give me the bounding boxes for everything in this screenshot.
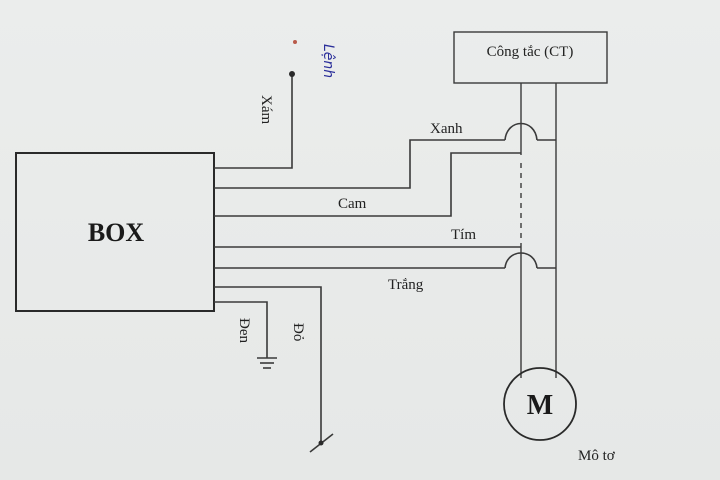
wire-label-cam: Cam [338, 196, 367, 212]
box-block [15, 152, 215, 312]
wire-xanh-crossover [504, 122, 538, 141]
switch-block [453, 31, 608, 84]
red-mark [293, 40, 297, 44]
wire-do-terminal [318, 440, 324, 446]
wire-trang-crossover [504, 252, 538, 269]
wire-do [214, 286, 322, 442]
ground-icon [257, 357, 277, 369]
motor-symbol: M [527, 390, 553, 421]
wire-label-do: Đỏ [290, 323, 306, 341]
box-label: BOX [88, 218, 145, 247]
motor-circle [503, 367, 577, 441]
wire-label-xanh: Xanh [430, 121, 463, 137]
wire-xam [214, 76, 293, 169]
wire-label-xam: Xám [258, 95, 274, 124]
wire-label-lenh: Lệnh [320, 44, 336, 78]
motor-label: Mô tơ [578, 448, 616, 464]
wire-den [214, 301, 268, 358]
switch-label: Công tắc (CT) [487, 44, 574, 60]
wire-xanh [214, 139, 505, 189]
wire-label-trang: Trắng [388, 277, 424, 293]
wire-label-tim: Tím [451, 227, 476, 243]
wire-cam [214, 152, 521, 217]
wire-label-den: Đen [236, 318, 252, 343]
lenh-terminal [289, 71, 295, 77]
